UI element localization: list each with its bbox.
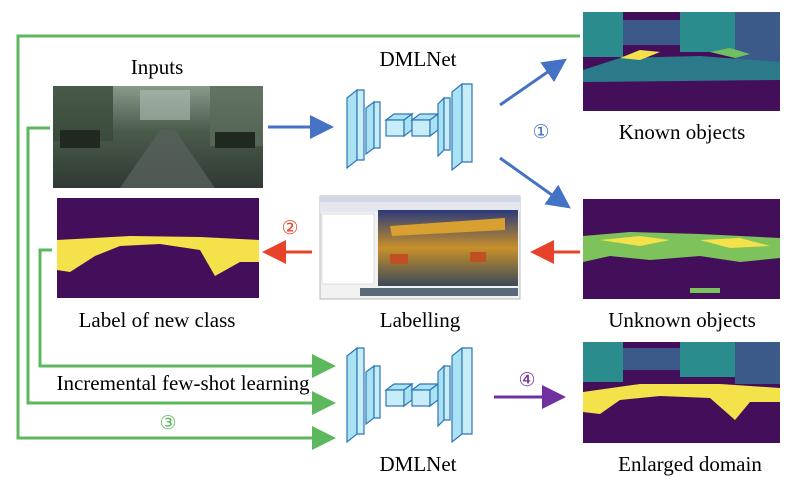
inputs-photo (53, 86, 263, 188)
step-one-marker: ① (532, 121, 549, 143)
green-line-inputs (26, 126, 336, 415)
labelling-tool-screenshot (319, 195, 521, 300)
step-three-marker: ③ (159, 412, 176, 434)
labelling-label: Labelling (380, 308, 461, 332)
incremental-learning-label: Incremental few-shot learning (56, 371, 310, 395)
label-new-class-label: Label of new class (79, 308, 236, 332)
green-line-outer (16, 34, 580, 450)
dmlnet-bottom-label: DMLNet (380, 452, 457, 476)
step-four-marker: ④ (518, 369, 535, 391)
enlarged-domain-label: Enlarged domain (618, 452, 762, 476)
green-line-label (38, 248, 336, 378)
arrow-dmlnet-to-unknown (499, 156, 571, 209)
dmlnet-top-label: DMLNet (380, 47, 457, 71)
arrow-dmlnet-to-known (499, 58, 567, 107)
known-objects-image (583, 12, 780, 111)
green-feedback-lines (16, 34, 580, 450)
known-objects-label: Known objects (619, 120, 746, 144)
unknown-objects-image (583, 199, 780, 299)
label-new-class-image (57, 198, 259, 298)
enlarged-domain-image (583, 342, 780, 443)
unknown-objects-label: Unknown objects (608, 308, 756, 332)
inputs-label: Inputs (131, 55, 184, 79)
step-two-marker: ② (281, 217, 298, 239)
dmlnet-top-network (346, 82, 473, 172)
dmlnet-bottom-network (346, 346, 473, 444)
